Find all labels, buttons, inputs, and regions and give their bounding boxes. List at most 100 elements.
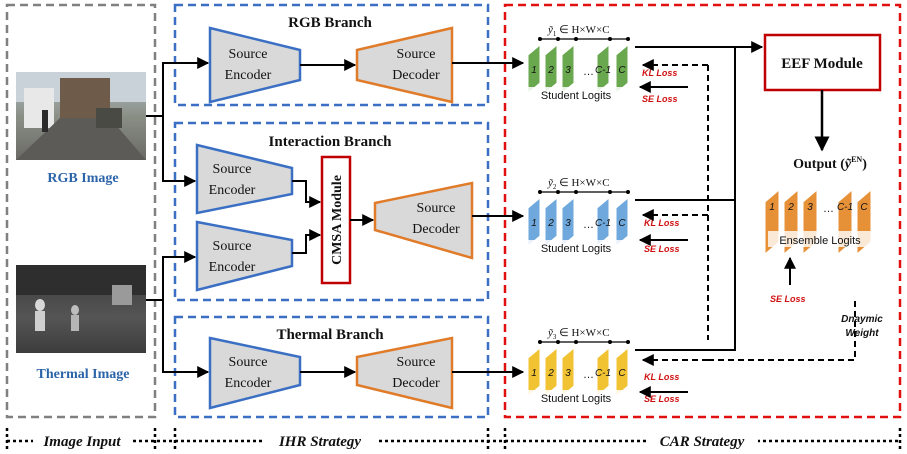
thermal-encoder-line1: Source (229, 355, 268, 370)
car-strategy-label: CAR Strategy (660, 434, 745, 450)
thermal-decoder-line1: Source (397, 355, 436, 370)
eef-module (763, 33, 882, 92)
image-input-label: Image Input (42, 434, 121, 450)
thermal-encoder-line2: Encoder (225, 376, 272, 391)
logit-slice-label: 3 (565, 65, 571, 76)
thermal-decoder-line2: Decoder (392, 376, 440, 391)
interaction-decoder-line2: Decoder (412, 222, 460, 237)
se-loss-arrows (638, 81, 688, 398)
logit-slice (615, 346, 629, 398)
logit-slice-label: C (618, 65, 626, 76)
ensemble-ellipsis: … (823, 203, 834, 215)
logit-slice-label: C-1 (595, 65, 611, 76)
input-connectors (146, 57, 525, 378)
logit-slice-label: 3 (565, 368, 571, 379)
interaction-encoder-thermal-line1: Source (213, 239, 252, 254)
logit-slice (544, 196, 558, 248)
logit-slice-label: 2 (547, 368, 554, 379)
logit-slice (527, 196, 541, 248)
ensemble-logits-label: Ensemble Logits (779, 235, 861, 247)
logits-label-bg (524, 390, 628, 406)
logit-slice (561, 196, 575, 248)
logit-ellipsis: … (583, 66, 594, 78)
logit-slice-label: 1 (531, 65, 537, 76)
thermal-image (16, 265, 146, 353)
interaction-encoder-thermal-line2: Encoder (209, 260, 256, 275)
interaction-source-decoder (373, 181, 474, 260)
ensemble-slice-label: 1 (769, 202, 775, 213)
ensemble-se-loss-label: SE Loss (770, 294, 806, 304)
logit-slice (596, 346, 610, 398)
logit-slice (596, 196, 610, 248)
rgb-image-caption: RGB Image (47, 171, 118, 186)
logits-formula-2: ỹ2 ∈ H×W×C (547, 177, 610, 191)
rgb-decoder-line1: Source (397, 47, 436, 62)
student-logits-label: Student Logits (541, 243, 612, 255)
logit-slice (561, 346, 575, 398)
rgb-encoder-line2: Encoder (225, 68, 272, 83)
thermal-source-decoder (355, 336, 454, 410)
dynamic-weight-line2: Weight (845, 328, 879, 339)
interaction-encoder-rgb (195, 143, 294, 215)
logit-ellipsis: … (583, 219, 594, 231)
logit-slice-label: C (618, 218, 626, 229)
interaction-branch-box (173, 121, 490, 302)
logits-label-bg (524, 87, 628, 103)
output-label: Output (ỹEN) (793, 155, 867, 172)
se-loss-label-3: SE Loss (644, 394, 680, 404)
logit-slice (544, 43, 558, 95)
rgb-decoder-line2: Decoder (392, 68, 440, 83)
student-logits-label: Student Logits (541, 90, 612, 102)
rgb-image (16, 72, 146, 160)
interaction-encoder-rgb-line1: Source (213, 162, 252, 177)
logits-label-bg (524, 240, 628, 256)
dynamic-weight-line1: Dnaymic (841, 314, 883, 325)
ensemble-slice-label: C (860, 202, 868, 213)
logit-slice-label: 3 (565, 218, 571, 229)
kl-loss-label-2: KL Loss (644, 218, 679, 228)
rgb-encoder-line1: Source (229, 47, 268, 62)
strategy-dividers (5, 428, 902, 452)
car-label-bg (646, 431, 758, 449)
rgb-branch-box (173, 3, 490, 107)
car-strategy-box (503, 3, 902, 419)
kl-loss-label-1: KL Loss (642, 68, 677, 78)
thermal-image-caption: Thermal Image (37, 367, 130, 382)
ensemble-label-bg (768, 231, 872, 247)
logit-slice-label: 1 (531, 218, 537, 229)
interaction-branch-title: Interaction Branch (269, 134, 393, 150)
interaction-decoder-line1: Source (417, 201, 456, 216)
rgb-source-encoder (208, 26, 302, 104)
eef-module-label: EEF Module (781, 56, 863, 72)
interaction-encoder-thermal (195, 220, 294, 292)
ensemble-slice-label: 3 (807, 202, 813, 213)
se-loss-label-2: SE Loss (644, 244, 680, 254)
logit-slice-label: 2 (547, 218, 554, 229)
rgb-source-decoder (355, 26, 454, 104)
thermal-branch-box (173, 315, 490, 419)
logit-slice-label: 1 (531, 368, 537, 379)
eef-input-connectors (635, 41, 764, 351)
logits-formula-3: ỹ3 ∈ H×W×C (547, 327, 610, 341)
logit-slice-label: 2 (547, 65, 554, 76)
ihr-label-bg (264, 431, 376, 449)
image-input-label-bg (33, 431, 131, 449)
thermal-source-encoder (208, 336, 302, 410)
logit-ellipsis: … (583, 369, 594, 381)
distillation-feedback (641, 59, 856, 366)
logit-slice (527, 43, 541, 95)
logit-slice-label: C-1 (595, 218, 611, 229)
logit-slice (544, 346, 558, 398)
logit-slice-label: C (618, 368, 626, 379)
student-logits-label: Student Logits (541, 393, 612, 405)
ensemble-slice-label: 2 (787, 202, 794, 213)
rgb-branch-title: RGB Branch (288, 15, 372, 31)
logit-slice (615, 196, 629, 248)
interaction-encoder-rgb-line2: Encoder (209, 183, 256, 198)
